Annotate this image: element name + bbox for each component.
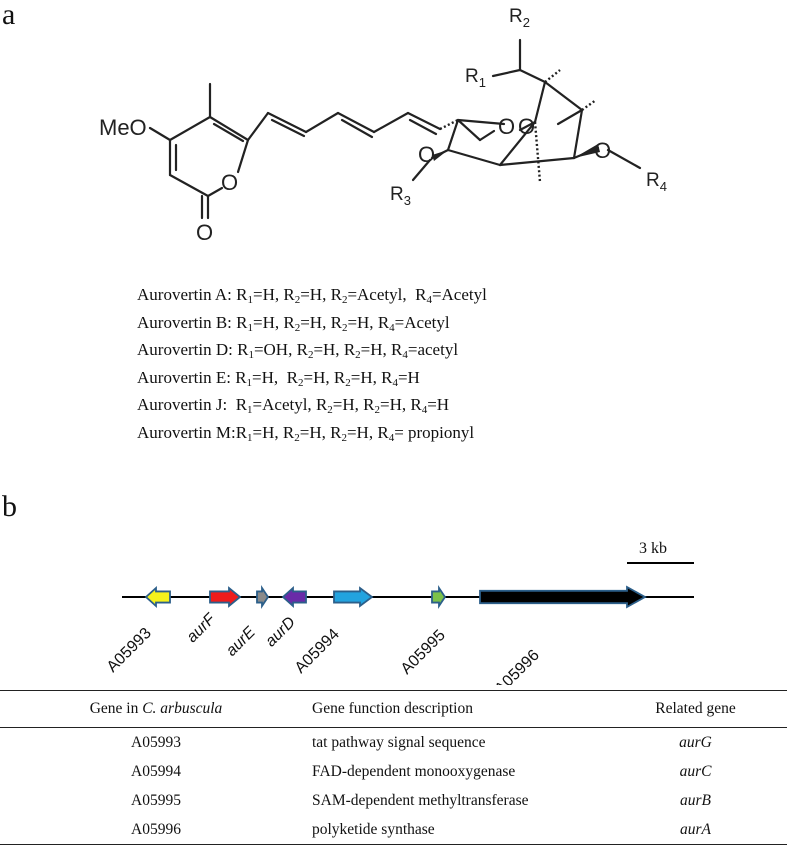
cell-related: aurB xyxy=(680,791,711,809)
variant-line-e: Aurovertin E: R1=H, R2=H, R2=H, R4=H xyxy=(137,367,420,389)
r1-label: R1 xyxy=(465,66,486,90)
gene-arrow-aurd xyxy=(281,585,307,609)
bridge-oxygen-label-1: O xyxy=(498,114,515,139)
gene-arrow-a05994 xyxy=(333,586,374,608)
table-row: A05996 polyketide synthase aurA xyxy=(0,815,787,845)
cell-gene: A05994 xyxy=(131,762,181,780)
r3-label: R3 xyxy=(390,184,411,208)
aurovertin-variant-list: Aurovertin A: R1=H, R2=H, R2=Acetyl, R4=… xyxy=(137,284,487,449)
gene-arrow-a05993 xyxy=(144,585,171,609)
cell-gene: A05993 xyxy=(131,733,181,751)
methoxy-label: MeO xyxy=(99,115,147,140)
table-row: A05993 tat pathway signal sequence aurG xyxy=(0,728,787,758)
gene-label-a05996: A05996 xyxy=(492,647,543,685)
cell-function: FAD-dependent monooxygenase xyxy=(312,762,516,780)
variant-line-m: Aurovertin M:R1=H, R2=H, R2=H, R4= propi… xyxy=(137,422,475,444)
cell-gene: A05996 xyxy=(0,815,312,845)
table-row: A05994 FAD-dependent monooxygenase aurC xyxy=(0,757,787,786)
variant-line-b: Aurovertin B: R1=H, R2=H, R2=H, R4=Acety… xyxy=(137,312,450,334)
gene-arrow-a05995 xyxy=(431,585,447,609)
r4-label: R4 xyxy=(646,170,667,194)
cell-related: aurA xyxy=(633,815,787,845)
r3-oxygen-label: O xyxy=(418,142,435,167)
ring-oxygen-label: O xyxy=(221,170,238,195)
gene-label-a05994: A05994 xyxy=(292,626,343,677)
cell-related: aurG xyxy=(679,733,712,751)
scale-bar-label: 3 kb xyxy=(639,540,667,557)
cell-function: tat pathway signal sequence xyxy=(312,733,486,751)
cell-function: SAM-dependent methyltransferase xyxy=(312,791,529,809)
table-header-row: Gene in C. arbuscula Gene function descr… xyxy=(0,690,787,728)
aurovertin-structure: MeO O O O O O O R2 R1 R3 R4 xyxy=(99,6,667,245)
gene-label-a05995: A05995 xyxy=(398,627,449,678)
header-related: Related gene xyxy=(633,690,787,728)
variant-line-a: Aurovertin A: R1=H, R2=H, R2=Acetyl, R4=… xyxy=(137,285,487,306)
table-row: A05995 SAM-dependent methyltransferase a… xyxy=(0,786,787,815)
panel-label-a: a xyxy=(2,0,16,31)
carbonyl-oxygen-label: O xyxy=(196,220,213,245)
cell-function: polyketide synthase xyxy=(312,815,633,845)
gene-label-aurf: aurF xyxy=(184,610,220,646)
gene-label-aurd: aurD xyxy=(262,613,299,650)
cell-gene: A05995 xyxy=(131,791,181,809)
header-function: Gene function description xyxy=(312,690,633,728)
r2-label: R2 xyxy=(509,6,530,30)
gene-arrow-aure xyxy=(256,585,270,609)
gene-label-aure: aurE xyxy=(223,624,259,660)
variant-line-d: Aurovertin D: R1=OH, R2=H, R2=H, R4=acet… xyxy=(137,340,459,361)
header-gene: Gene in C. arbuscula xyxy=(0,690,312,728)
panel-label-b: b xyxy=(2,490,17,523)
gene-arrow-aurf xyxy=(209,586,242,608)
cell-related: aurC xyxy=(679,762,712,780)
gene-arrow-a05996 xyxy=(479,585,647,609)
r4-oxygen-label: O xyxy=(594,138,611,163)
gene-table: Gene in C. arbuscula Gene function descr… xyxy=(0,690,787,845)
variant-line-j: Aurovertin J: R1=Acetyl, R2=H, R2=H, R4=… xyxy=(137,395,450,416)
gene-label-a05993: A05993 xyxy=(104,625,155,676)
bridge-oxygen-label-2: O xyxy=(518,114,535,139)
